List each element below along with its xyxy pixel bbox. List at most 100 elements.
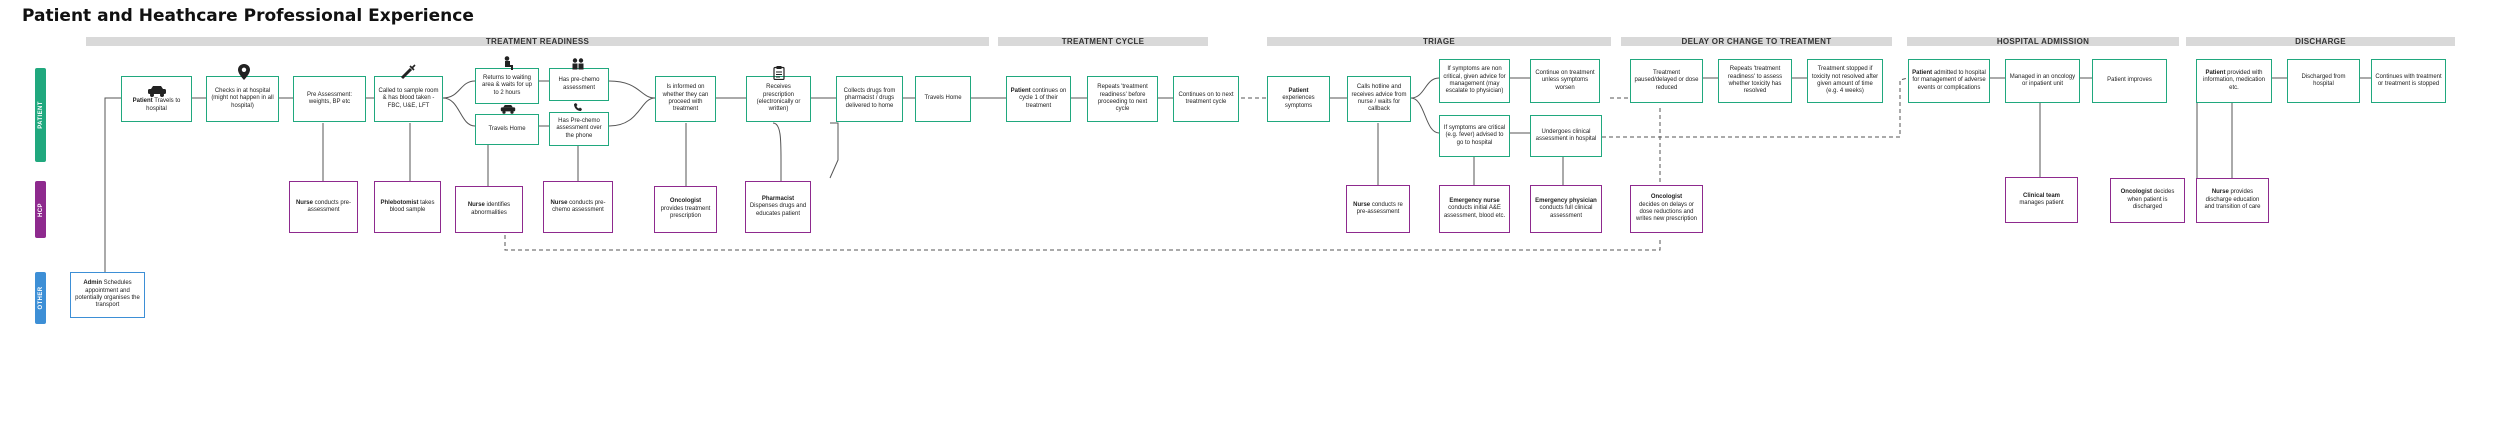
node-receives-prescription: Receives prescription (electronically or… [746,76,811,122]
node-checks-in: Checks in at hospital (might not happen … [206,76,279,122]
phase-treatment-cycle: TREATMENT CYCLE [998,37,1208,46]
node-oncologist-discharge: Oncologist decides when patient is disch… [2110,178,2185,223]
node-text: Pre Assessment: weights, BP etc [306,91,353,105]
phase-delay-or-change: DELAY OR CHANGE TO TREATMENT [1621,37,1892,46]
node-text: Is informed on whether they can proceed … [662,84,709,113]
node-strong: Patient [2205,69,2226,76]
node-text: Has Pre-chemo assessment over the phone [556,117,602,139]
node-strong: Emergency nurse [1449,197,1500,204]
lane-other: OTHER [35,272,46,324]
node-text: identifies abnormalities [471,202,511,216]
node-text: conducts pre-assessment [307,199,352,213]
node-text: manages patient [2019,200,2064,206]
node-text: Discharged from hospital [2301,73,2346,87]
node-travels-home-2: Travels Home [915,76,971,122]
lane-patient: PATIENT [35,68,46,162]
lane-hcp: HCP [35,181,46,238]
node-text: conducts pre-chemo assessment [552,199,606,213]
waiting-person-icon [502,56,514,70]
people-icon [571,58,585,70]
node-text: Travels to hospital [146,98,181,112]
node-text: Treatment paused/delayed or dose reduced [1634,69,1699,91]
node-provided-info: Patient provided with information, medic… [2196,59,2272,103]
node-text: continues on cycle 1 of their treatment [1019,87,1067,109]
node-informed: Is informed on whether they can proceed … [655,76,716,122]
car-icon [500,104,516,114]
node-strong: Patient [132,98,153,105]
location-pin-icon [238,64,250,80]
node-pre-chemo: Has pre-chemo assessment [549,68,609,101]
node-text: conducts initial A&E assessment, blood e… [1443,205,1506,219]
node-text: Repeats 'treatment readiness' before pro… [1097,84,1148,113]
node-continues-cycle-1: Patient continues on cycle 1 of their tr… [1006,76,1071,122]
node-strong: Nurse [550,199,568,206]
node-strong: Clinical team [2022,192,2060,199]
node-travels-home-1: Travels Home [475,114,539,145]
node-text: decides on delays or dose reductions and… [1635,201,1698,223]
node-strong: Nurse [1353,201,1371,208]
node-text: decides when patient is discharged [2127,189,2175,211]
node-returns-waiting: Returns to waiting area & waits for up t… [475,68,539,104]
node-continue-unless: Continue on treatment unless symptoms wo… [1530,59,1600,103]
node-text: Checks in at hospital (might not happen … [211,87,274,109]
car-icon [147,85,167,98]
node-blood-sample: Called to sample room & has blood taken … [374,76,443,122]
node-text: experiences symptoms [1282,95,1315,109]
node-text: If symptoms are critical (e.g. fever) ad… [1443,124,1506,146]
node-clinical-assessment: Undergoes clinical assessment in hospita… [1530,115,1602,157]
node-text: takes blood sample [389,199,435,213]
node-repeats-readiness: Repeats 'treatment readiness' before pro… [1087,76,1158,122]
node-continues-or-stopped: Continues with treatment or treatment is… [2371,59,2446,103]
node-managed: Managed in an oncology or inpatient unit [2005,59,2080,103]
node-text: provides discharge education and transit… [2204,189,2261,211]
page-title: Patient and Heathcare Professional Exper… [22,6,474,26]
node-text: Travels Home [924,95,962,102]
node-nurse-discharge: Nurse provides discharge education and t… [2196,178,2269,223]
node-strong: Pharmacist [761,195,795,202]
node-text: Receives prescription (electronically or… [756,84,801,113]
syringe-icon [400,64,416,80]
node-text: Continues on to next treatment cycle [1178,91,1234,105]
node-non-critical: If symptoms are non critical, given advi… [1439,59,1510,103]
phase-triage: TRIAGE [1267,37,1611,46]
node-text: Treatment stopped if toxicity not resolv… [1811,66,1879,95]
node-text: Repeats 'treatment readiness' to assess … [1727,66,1783,95]
node-treatment-stopped: Treatment stopped if toxicity not resolv… [1807,59,1883,103]
node-paused: Treatment paused/delayed or dose reduced [1630,59,1703,103]
node-text: Calls hotline and receives advice from n… [1351,84,1407,113]
node-strong: Oncologist [2120,189,2152,196]
phase-treatment-readiness: TREATMENT READINESS [86,37,989,46]
node-text: conducts re pre-assessment [1356,201,1403,215]
prescription-icon [773,66,785,81]
node-improves: Patient improves [2092,59,2167,103]
node-text: Travels Home [488,125,526,132]
node-pre-chemo-phone: Has Pre-chemo assessment over the phone [549,112,609,146]
node-strong: Nurse [295,199,313,206]
node-repeats-toxicity: Repeats 'treatment readiness' to assess … [1718,59,1792,103]
node-text: Schedules appointment and potentially or… [75,280,140,309]
node-nurse-pre-chemo: Nurse conducts pre-chemo assessment [543,181,613,233]
node-text: Collects drugs from pharmacist / drugs d… [843,87,896,109]
node-strong: Emergency physician [1535,197,1597,204]
node-text: provides treatment prescription [660,205,711,220]
node-calls-hotline: Calls hotline and receives advice from n… [1347,76,1411,122]
node-strong: Oncologist [1650,194,1683,201]
node-text: Continue on treatment unless symptoms wo… [1535,69,1595,91]
node-strong: Admin [83,280,102,287]
node-text: admitted to hospital for management of a… [1912,69,1986,91]
node-nurse-pre-assessment: Nurse conducts pre-assessment [289,181,358,233]
node-strong: Oncologist [669,198,702,205]
node-admin: Admin Schedules appointment and potentia… [70,272,145,318]
node-text: Has pre-chemo assessment [558,77,600,91]
phase-discharge: DISCHARGE [2186,37,2455,46]
node-text: Undergoes clinical assessment in hospita… [1535,128,1597,142]
node-phlebotomist: Phlebotomist takes blood sample [374,181,441,233]
node-strong: Nurse [2211,189,2229,196]
node-next-cycle: Continues on to next treatment cycle [1173,76,1239,122]
node-strong: Patient [1010,87,1031,94]
node-text: Continues with treatment or treatment is… [2375,73,2442,87]
